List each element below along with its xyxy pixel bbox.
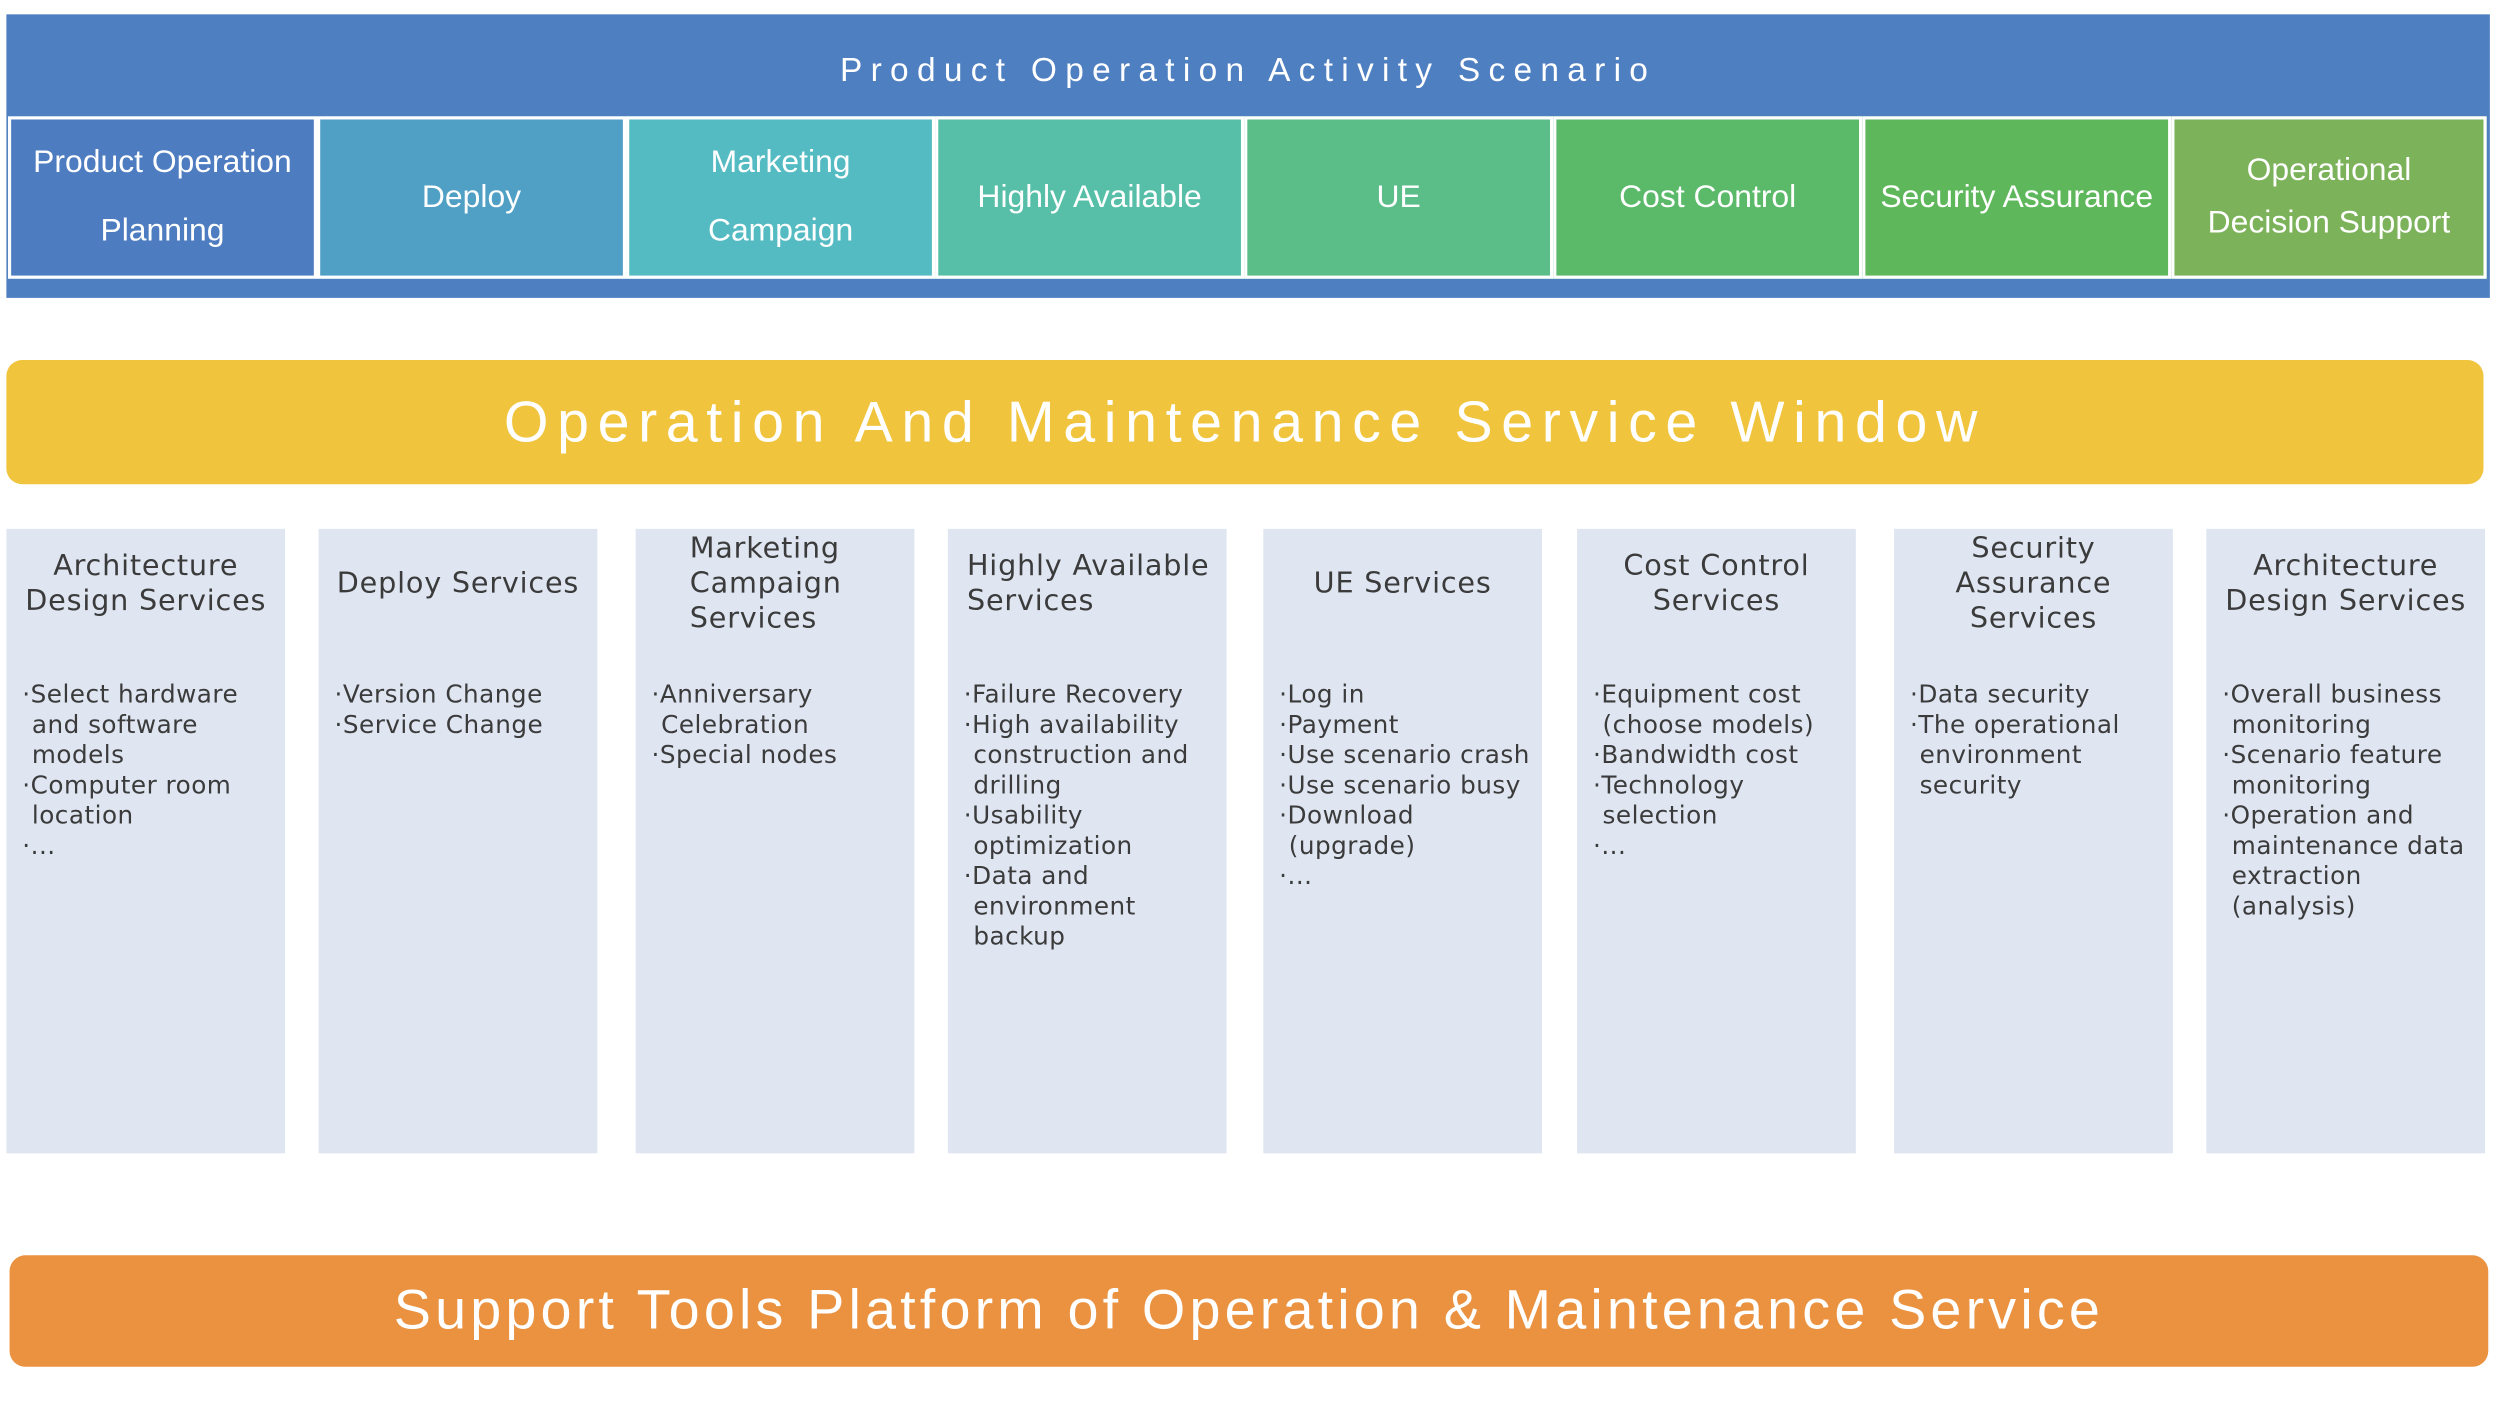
scenario-label: Security Assurance — [1880, 179, 2154, 215]
service-item-list: Anniversary Celebration Special nodes — [652, 680, 910, 771]
service-item: Overall business monitoring — [2222, 680, 2480, 741]
scenario-label: Deploy — [421, 179, 522, 215]
service-item: Data security — [1910, 680, 2168, 710]
service-item-list: Data security The operational environmen… — [1910, 680, 2168, 801]
scenario-label: Highly Available — [977, 179, 1202, 215]
service-item: Anniversary Celebration — [652, 680, 910, 741]
service-column-marketing-campaign: Marketing Campaign Services Anniversary … — [635, 528, 915, 1154]
service-column-ue: UE Services Log in Payment Use scenario … — [1263, 528, 1543, 1154]
om-service-window-band: Operation And Maintenance Service Window — [6, 360, 2484, 485]
service-item: Download (upgrade) — [1279, 801, 1537, 862]
scenario-cost-control: Cost Control — [1553, 116, 1863, 279]
service-item: Use scenario busy — [1279, 771, 1537, 801]
service-item: Select hardware and software models — [22, 680, 280, 771]
service-item: Service Change — [335, 710, 593, 740]
service-item-list: Overall business monitoring Scenario fea… — [2222, 680, 2480, 922]
product-operation-activity-scenario: Product Operation Activity Scenario Prod… — [6, 14, 2490, 298]
service-title: Architecture Design Services — [2225, 549, 2467, 619]
service-item: Use scenario crash — [1279, 741, 1537, 771]
scenario-ue: UE — [1244, 116, 1554, 279]
service-item: Computer room location — [22, 771, 280, 832]
support-tools-platform-band: Support Tools Platform of Operation & Ma… — [9, 1255, 2489, 1367]
scenario-label: Product Operation Planning — [33, 144, 292, 249]
scenario-marketing-campaign: Marketing Campaign — [626, 116, 936, 279]
scenario-section-title: Product Operation Activity Scenario — [840, 52, 1657, 90]
service-column-architecture-design-2: Architecture Design Services Overall bus… — [2206, 528, 2486, 1154]
service-item: Scenario feature monitoring — [2222, 741, 2480, 802]
service-item: ... — [1279, 862, 1537, 892]
service-item-list: Equipment cost (choose models) Bandwidth… — [1593, 680, 1851, 862]
service-item: Special nodes — [652, 741, 910, 771]
service-title: Highly Available Services — [966, 549, 1210, 619]
scenario-product-operation-planning: Product Operation Planning — [7, 116, 318, 279]
service-title: Cost Control Services — [1623, 549, 1810, 619]
service-column-deploy: Deploy Services Version Change Service C… — [318, 528, 598, 1154]
service-item: Payment — [1279, 710, 1537, 740]
service-title: Deploy Services — [336, 567, 580, 601]
scenario-label: Operational Decision Support — [2207, 152, 2451, 241]
service-column-architecture-design: Architecture Design Services Select hard… — [6, 528, 286, 1154]
service-item-list: Select hardware and software models Comp… — [22, 680, 280, 862]
service-item: Log in — [1279, 680, 1537, 710]
service-item: ... — [22, 832, 280, 862]
service-item-list: Log in Payment Use scenario crash Use sc… — [1279, 680, 1537, 892]
scenario-label: UE — [1376, 179, 1421, 215]
service-item: Failure Recovery — [964, 680, 1222, 710]
service-item-list: Failure Recovery High availability const… — [964, 680, 1222, 952]
support-tools-platform-title: Support Tools Platform of Operation & Ma… — [393, 1279, 2105, 1342]
om-service-window-title: Operation And Maintenance Service Window — [503, 388, 1986, 455]
scenario-row: Product Operation Planning Deploy Market… — [7, 116, 2487, 279]
service-item: ... — [1593, 832, 1851, 862]
service-item: Operation and maintenance data extractio… — [2222, 801, 2480, 922]
service-title: Architecture Design Services — [25, 549, 267, 619]
service-item: Bandwidth cost — [1593, 741, 1851, 771]
scenario-security-assurance: Security Assurance — [1862, 116, 2172, 279]
service-column-highly-available: Highly Available Services Failure Recove… — [947, 528, 1227, 1154]
service-column-security-assurance: Security Assurance Services Data securit… — [1894, 528, 2173, 1154]
service-title: Security Assurance Services — [1955, 532, 2112, 636]
service-item: Equipment cost (choose models) — [1593, 680, 1851, 741]
service-item: High availability construction and drill… — [964, 710, 1222, 801]
service-item: The operational environment security — [1910, 710, 2168, 801]
service-item: Technology selection — [1593, 771, 1851, 832]
service-title: Marketing Campaign Services — [689, 532, 842, 636]
scenario-highly-available: Highly Available — [935, 116, 1245, 279]
service-item: Version Change — [335, 680, 593, 710]
scenario-label: Marketing Campaign — [707, 144, 854, 249]
service-column-cost-control: Cost Control Services Equipment cost (ch… — [1577, 528, 1856, 1154]
scenario-label: Cost Control — [1619, 179, 1797, 215]
service-item-list: Version Change Service Change — [335, 680, 593, 741]
service-title: UE Services — [1313, 567, 1492, 601]
service-item: Usability optimization — [964, 801, 1222, 862]
scenario-operational-decision-support: Operational Decision Support — [2171, 116, 2487, 279]
service-item: Data and environment backup — [964, 862, 1222, 953]
scenario-deploy: Deploy — [317, 116, 627, 279]
